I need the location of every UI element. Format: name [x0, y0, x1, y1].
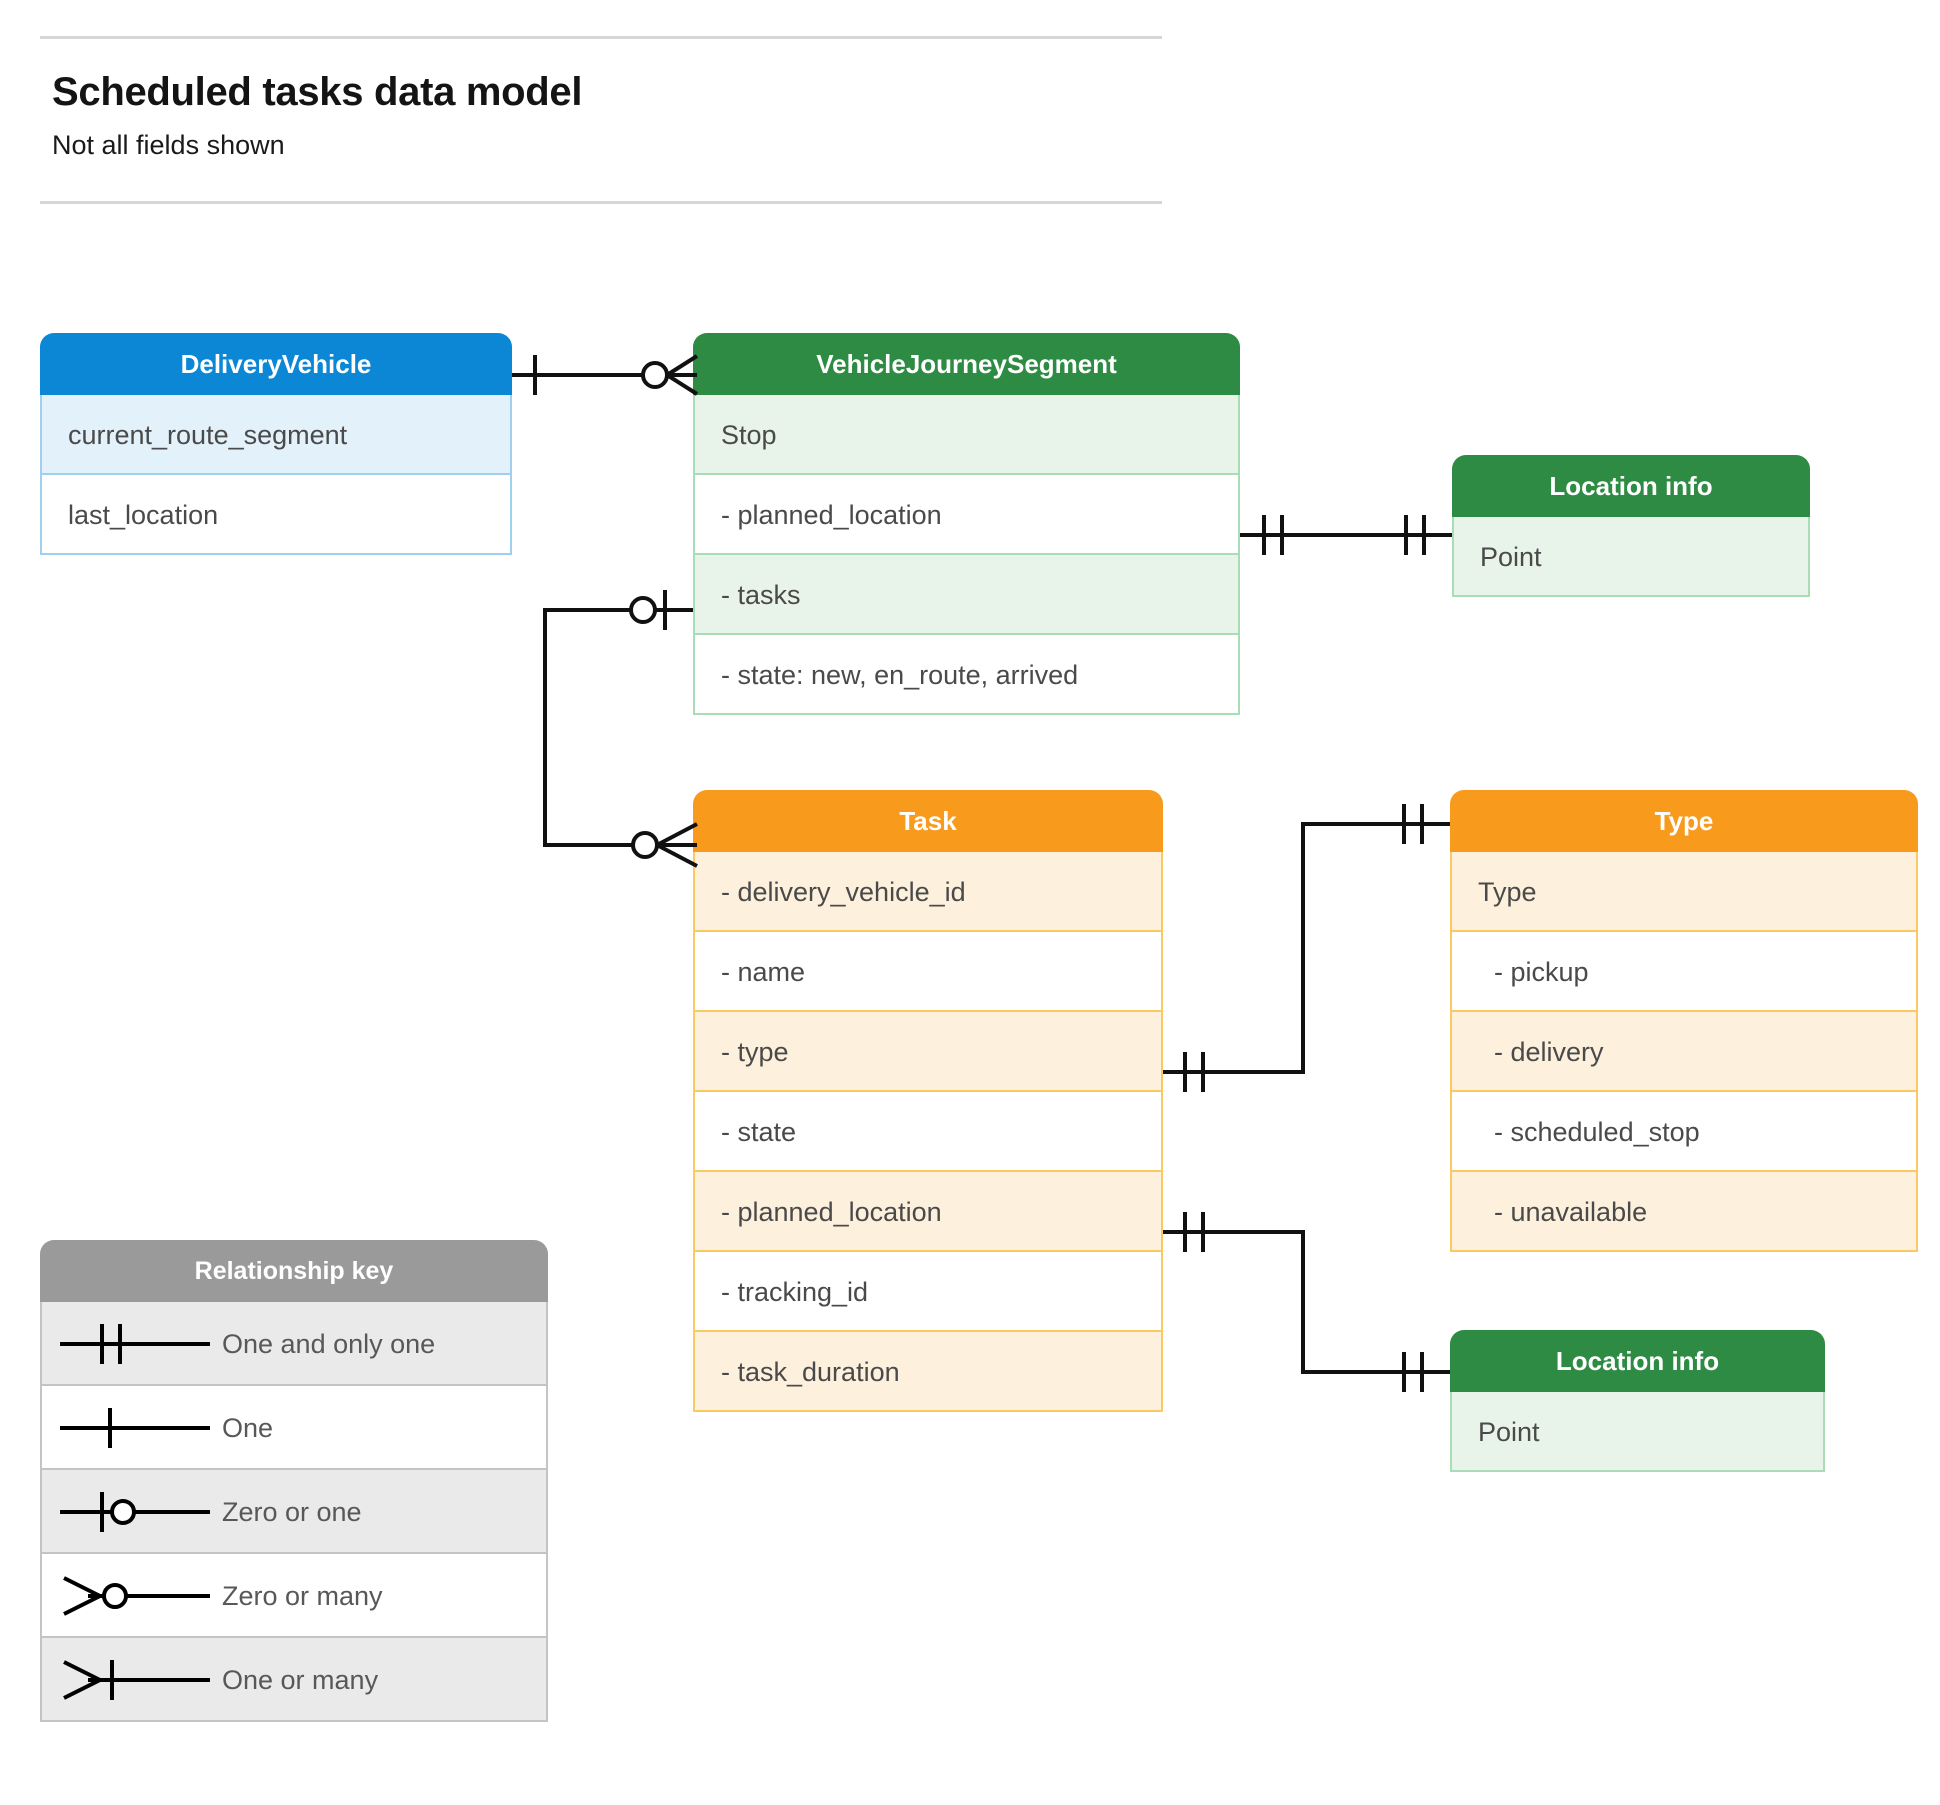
legend-item-label: One and only one — [222, 1329, 436, 1359]
relationship-key-title: Relationship key — [40, 1240, 548, 1302]
entity-field-row: - task_duration — [693, 1332, 1163, 1412]
zero-circle — [641, 361, 669, 389]
entity-type-title: Type — [1450, 790, 1918, 852]
entity-field-row: - unavailable — [1450, 1172, 1918, 1252]
entity-field-row: - state: new, en_route, arrived — [693, 635, 1240, 715]
zero-circle — [629, 596, 657, 624]
entity-field-row: - tasks — [693, 555, 1240, 635]
entity-field-row: Type — [1450, 852, 1918, 932]
zero-circle — [631, 831, 659, 859]
one-and-only-one-icon — [60, 1324, 210, 1364]
legend-item-label: One or many — [222, 1665, 379, 1695]
legend-item-one: One — [40, 1386, 548, 1470]
one-icon — [60, 1408, 210, 1448]
legend-item-zero-or-many: Zero or many — [40, 1554, 548, 1638]
entity-field-row: - pickup — [1450, 932, 1918, 1012]
one-or-many-icon — [63, 1660, 210, 1700]
entity-vehicle-journey-segment[interactable]: VehicleJourneySegment Stop - planned_loc… — [693, 333, 1240, 715]
page-subtitle: Not all fields shown — [52, 130, 285, 160]
crow-foot-lower — [656, 843, 698, 868]
entity-field-row: current_route_segment — [40, 395, 512, 475]
entity-location-info-bottom[interactable]: Location info Point — [1450, 1330, 1825, 1472]
entity-field-row: Point — [1452, 517, 1810, 597]
legend-item-label: Zero or one — [222, 1497, 362, 1527]
legend-item-one-or-many: One or many — [40, 1638, 548, 1722]
entity-task-title: Task — [693, 790, 1163, 852]
entity-field-row: - delivery — [1450, 1012, 1918, 1092]
entity-field-row: - planned_location — [693, 1172, 1163, 1252]
entity-location-info-top[interactable]: Location info Point — [1452, 455, 1810, 597]
entity-field-row: - delivery_vehicle_id — [693, 852, 1163, 932]
entity-field-row: - tracking_id — [693, 1252, 1163, 1332]
legend-item-label: Zero or many — [222, 1581, 383, 1611]
connector-task-location-to-location-bottom — [1163, 1230, 1450, 1374]
entity-vehicle-journey-segment-title: VehicleJourneySegment — [693, 333, 1240, 395]
entity-field-row: - scheduled_stop — [1450, 1092, 1918, 1172]
zero-or-many-icon — [63, 1576, 210, 1616]
legend-item-zero-or-one: Zero or one — [40, 1470, 548, 1554]
entity-field-row: - planned_location — [693, 475, 1240, 555]
entity-field-row: - type — [693, 1012, 1163, 1092]
crow-foot-upper — [656, 822, 698, 847]
entity-delivery-vehicle-title: DeliveryVehicle — [40, 333, 512, 395]
entity-location-info-bottom-title: Location info — [1450, 1330, 1825, 1392]
legend-item-one-and-only-one: One and only one — [40, 1302, 548, 1386]
header-rule-band — [40, 36, 1162, 204]
entity-task[interactable]: Task - delivery_vehicle_id - name - type… — [693, 790, 1163, 1412]
connector-task-type-to-type — [1163, 822, 1450, 1074]
connector-journey-segment-tasks-to-task — [543, 608, 693, 847]
entity-field-row: last_location — [40, 475, 512, 555]
entity-field-row: Point — [1450, 1392, 1825, 1472]
relationship-key-legend[interactable]: Relationship key One and only one One Ze… — [40, 1240, 548, 1722]
entity-field-row: Stop — [693, 395, 1240, 475]
entity-location-info-top-title: Location info — [1452, 455, 1810, 517]
entity-type[interactable]: Type Type - pickup - delivery - schedule… — [1450, 790, 1918, 1252]
legend-item-label: One — [222, 1413, 274, 1443]
zero-or-one-icon — [60, 1492, 210, 1532]
entity-delivery-vehicle[interactable]: DeliveryVehicle current_route_segment la… — [40, 333, 512, 555]
entity-field-row: - name — [693, 932, 1163, 1012]
entity-field-row: - state — [693, 1092, 1163, 1172]
page-title: Scheduled tasks data model — [52, 70, 583, 114]
